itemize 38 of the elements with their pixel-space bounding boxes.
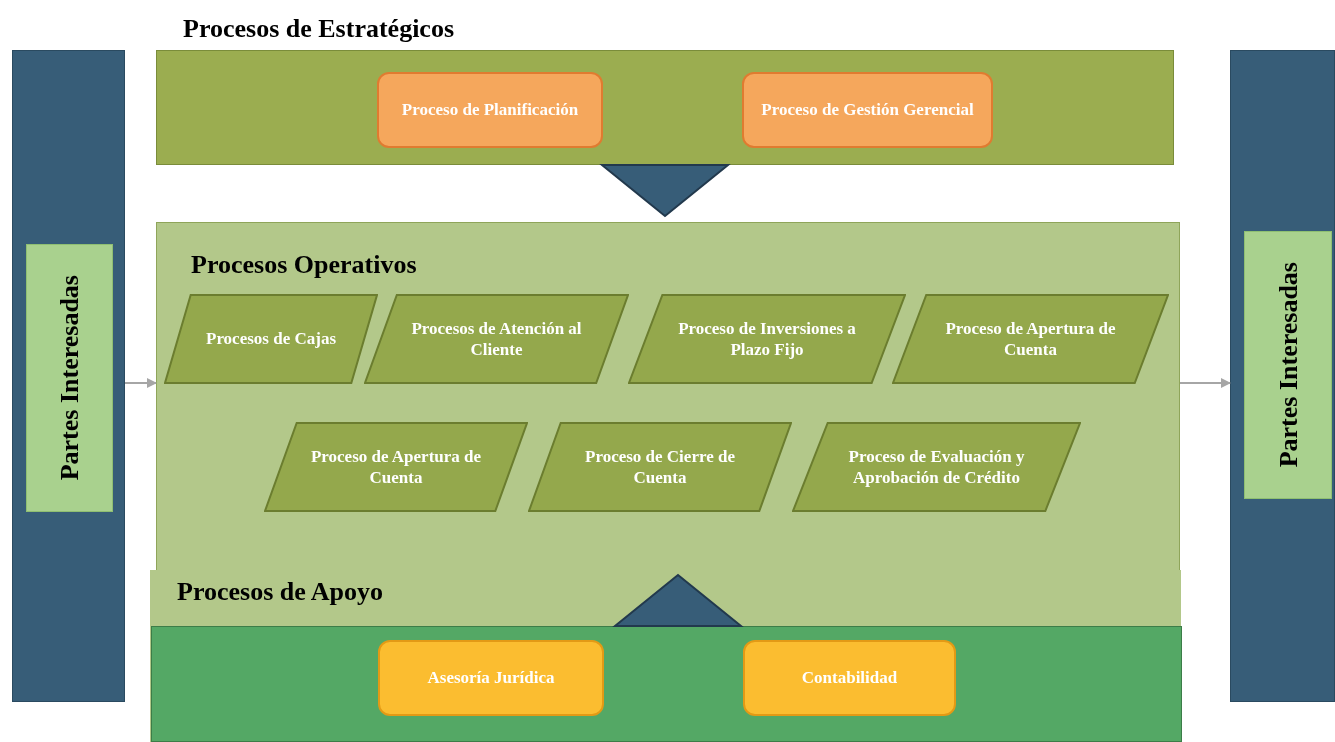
process-label: Proceso de Gestión Gerencial <box>761 99 974 121</box>
process-box <box>377 72 603 148</box>
process-band <box>156 222 1180 570</box>
process-label: Proceso de Apertura de Cuenta <box>309 445 483 489</box>
side-bar <box>12 50 125 702</box>
stakeholder-box <box>26 244 113 512</box>
process-parallelogram <box>892 294 1169 384</box>
section-heading: Procesos de Apoyo <box>177 576 384 608</box>
process-area <box>150 570 1181 742</box>
vertical-label: Partes Interesadas <box>54 275 85 481</box>
chevron-arrow <box>599 164 731 218</box>
process-box <box>742 72 993 148</box>
process-parallelogram <box>792 422 1081 512</box>
process-parallelogram <box>164 294 378 384</box>
process-label: Procesos de Atención al Cliente <box>410 317 583 361</box>
side-bar <box>1230 50 1335 702</box>
arrow <box>124 378 157 388</box>
process-label: Proceso de Cierre de Cuenta <box>584 445 736 489</box>
process-parallelogram <box>628 294 906 384</box>
chevron-arrow <box>612 573 744 627</box>
vertical-label: Partes Interesadas <box>1272 262 1304 468</box>
process-label: Proceso de Inversiones a Plazo Fijo <box>677 317 857 361</box>
section-heading: Procesos Operativos <box>191 249 417 281</box>
process-label: Proceso de Evaluación y Aprobación de Crédito <box>847 445 1026 489</box>
process-label: Proceso de Apertura de Cuenta <box>944 317 1117 361</box>
process-band <box>151 626 1182 742</box>
process-parallelogram <box>364 294 629 384</box>
process-box <box>743 640 956 716</box>
process-label: Contabilidad <box>801 667 898 689</box>
process-parallelogram <box>264 422 528 512</box>
process-label: Procesos de Cajas <box>206 328 336 350</box>
arrow <box>1179 378 1231 388</box>
process-label: Proceso de Planificación <box>401 99 579 121</box>
section-heading: Procesos de Estratégicos <box>183 13 454 45</box>
process-box <box>378 640 604 716</box>
process-label: Asesoría Jurídica <box>427 667 555 689</box>
process-parallelogram <box>528 422 792 512</box>
stakeholder-box <box>1244 231 1332 499</box>
